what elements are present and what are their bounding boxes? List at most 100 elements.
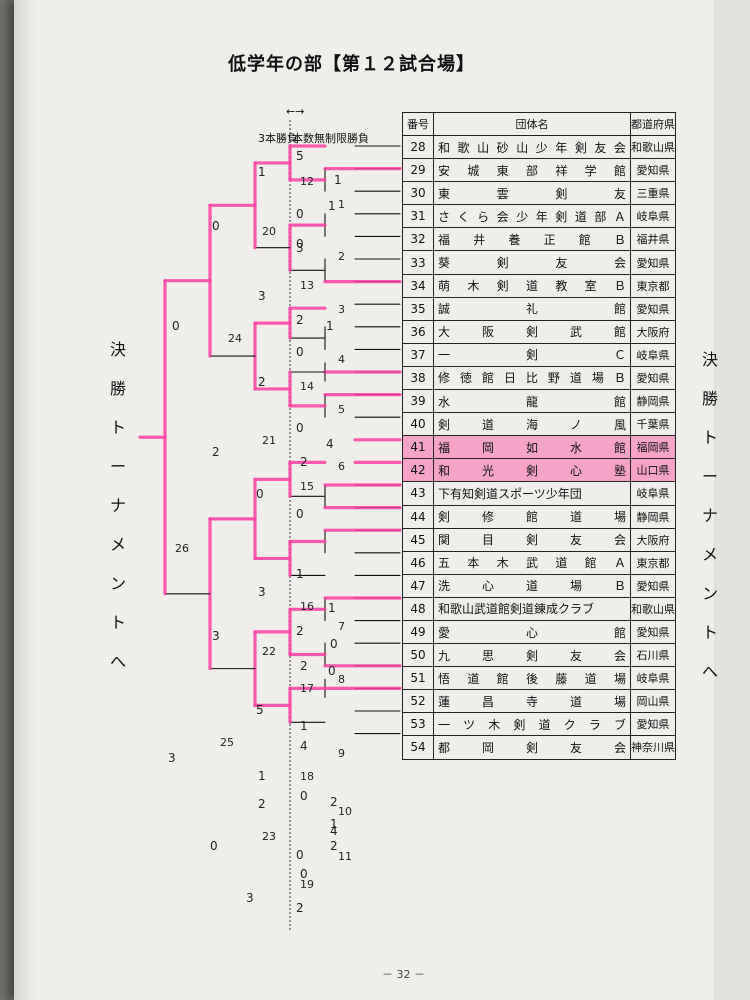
handwritten-score: 2 [330,839,338,853]
unlimited-bout-label: 本数無制限勝負 [292,132,369,145]
match-number: 5 [338,403,345,416]
side-label-right: 決勝トーナメントへ [700,340,720,691]
side-label-char: ト [701,623,718,642]
handwritten-score: 0 [212,219,220,233]
handwritten-score: 2 [330,795,338,809]
team-prefecture: 岐阜県 [630,481,676,506]
handwritten-score: 2 [296,624,304,638]
match-number: 22 [262,645,276,658]
match-number: 8 [338,673,345,686]
side-label-char: メ [701,545,718,564]
handwritten-score: 3 [258,585,266,599]
team-name: 誠礼館 [433,296,631,321]
handwritten-score: 1 [300,719,308,733]
side-label-left: 決勝トーナメントへ [108,330,128,681]
team-number: 53 [402,712,434,737]
handwritten-score: 3 [212,629,220,643]
match-number: 20 [262,225,276,238]
team-number: 36 [402,319,434,344]
match-number: 24 [228,332,242,345]
team-number: 44 [402,504,434,529]
handwritten-score: 2 [296,313,304,327]
match-number: 3 [338,303,345,316]
team-prefecture: 岐阜県 [630,204,676,229]
team-number: 40 [402,412,434,437]
match-number: 17 [300,682,314,695]
side-label-char: 決 [701,350,718,369]
match-number: 12 [300,175,314,188]
team-name: 蓮昌寺道場 [433,689,631,714]
match-number: 9 [338,747,345,760]
handwritten-score: 0 [330,637,338,651]
side-label-char: ン [109,574,126,593]
handwritten-score: 1 [328,601,336,615]
handwritten-score: 5 [296,149,304,163]
team-number: 42 [402,458,434,483]
match-number: 7 [338,620,345,633]
match-number: 6 [338,460,345,473]
team-prefecture: 静岡県 [630,389,676,414]
side-label-char: ナ [109,496,126,515]
handwritten-score: 1 [334,173,342,187]
handwritten-score: 4 [326,437,334,451]
side-label-char: へ [109,652,126,671]
match-number: 13 [300,279,314,292]
match-number: 2 [338,250,345,263]
side-label-char: 決 [109,340,126,359]
match-number: 4 [338,353,345,366]
page-edge-shadow [14,0,36,1000]
side-label-char: ー [109,457,126,476]
page-number: － 32 － [382,968,425,981]
team-name: 葵剣友会 [433,250,631,275]
side-label-char: 勝 [109,379,126,398]
match-number: 16 [300,600,314,613]
team-prefecture: 愛知県 [630,712,676,737]
handwritten-score: 2 [300,659,308,673]
handwritten-score: 0 [300,789,308,803]
match-number: 23 [262,830,276,843]
team-number: 52 [402,689,434,714]
team-name: 水龍館 [433,389,631,414]
side-label-char: へ [701,662,718,681]
match-number: 14 [300,380,314,393]
team-prefecture: 福岡県 [630,435,676,460]
handwritten-score: 0 [328,664,336,678]
handwritten-score: 0 [296,237,304,251]
team-prefecture: 東京都 [630,550,676,575]
handwritten-score: 0 [300,867,308,881]
handwritten-score: 2 [258,375,266,389]
team-name: 悟道館後藤道場 [433,666,631,691]
handwritten-score: 3 [258,289,266,303]
team-number: 29 [402,158,434,183]
team-prefecture: 愛知県 [630,573,676,598]
team-name: 福岡如水館 [433,435,631,460]
handwritten-score: 0 [256,487,264,501]
handwritten-score: 3 [296,241,304,255]
match-number: 15 [300,480,314,493]
handwritten-score: 0 [172,319,180,333]
handwritten-score: 3 [168,751,176,765]
match-number: 21 [262,434,276,447]
match-number: 11 [338,850,352,863]
team-prefecture: 岐阜県 [630,666,676,691]
team-prefecture: 愛知県 [630,365,676,391]
handwritten-score: 0 [296,507,304,521]
handwritten-score: 0 [210,839,218,853]
